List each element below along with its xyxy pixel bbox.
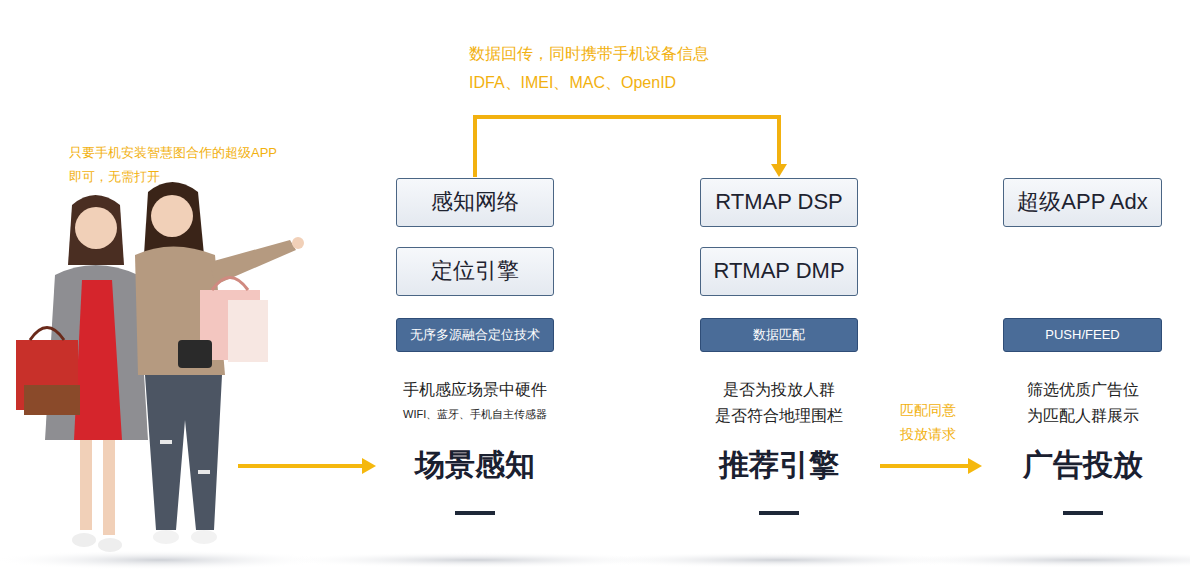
description-text: 是否符合地理围栏 bbox=[715, 406, 843, 425]
stage-heading: 推荐引擎 bbox=[719, 447, 839, 483]
description-text: 是否为投放人群 bbox=[723, 380, 835, 399]
floor-shadow bbox=[883, 552, 1190, 568]
tag-box: 数据匹配 bbox=[700, 318, 858, 352]
description-text: 手机感应场景中硬件 bbox=[403, 380, 547, 399]
note-text: 即可，无需打开 bbox=[69, 169, 160, 185]
shoppers-figure bbox=[16, 182, 304, 552]
box-label: PUSH/FEED bbox=[1045, 327, 1119, 343]
connector-line bbox=[475, 117, 779, 177]
flow-arrow bbox=[238, 458, 376, 474]
connector bbox=[475, 117, 787, 177]
heading-dash bbox=[455, 511, 495, 515]
note-text: IDFA、IMEI、MAC、OpenID bbox=[469, 73, 676, 92]
process-box: 超级APP Adx bbox=[1003, 178, 1162, 227]
description-text: WIFI、蓝牙、手机自主传感器 bbox=[403, 408, 547, 421]
arrow-label: 匹配同意 bbox=[900, 402, 956, 419]
heading-dash bbox=[759, 511, 799, 515]
process-box: RTMAP DSP bbox=[700, 178, 858, 227]
box-label: 超级APP Adx bbox=[1017, 189, 1147, 215]
tag-box: PUSH/FEED bbox=[1003, 318, 1162, 352]
process-box: 定位引擎 bbox=[396, 247, 554, 296]
note-text: 只要手机安装智慧图合作的超级APP bbox=[69, 145, 277, 161]
box-label: 数据匹配 bbox=[753, 327, 805, 343]
tag-box: 无序多源融合定位技术 bbox=[396, 318, 554, 352]
description-text: 筛选优质广告位 bbox=[1027, 380, 1139, 399]
stage-heading: 广告投放 bbox=[1023, 447, 1143, 483]
description-text: 为匹配人群展示 bbox=[1027, 406, 1139, 425]
box-label: 感知网络 bbox=[431, 189, 519, 215]
box-label: RTMAP DMP bbox=[713, 258, 844, 284]
process-box: RTMAP DMP bbox=[700, 247, 858, 296]
box-label: 无序多源融合定位技术 bbox=[410, 327, 540, 343]
arrow-label: 投放请求 bbox=[900, 426, 956, 443]
arrow-head bbox=[771, 164, 787, 177]
process-box: 感知网络 bbox=[396, 178, 554, 227]
box-label: 定位引擎 bbox=[431, 258, 519, 284]
box-label: RTMAP DSP bbox=[715, 189, 843, 215]
flow-arrow bbox=[880, 458, 982, 474]
stage-heading: 场景感知 bbox=[415, 447, 535, 483]
heading-dash bbox=[1063, 511, 1103, 515]
note-text: 数据回传，同时携带手机设备信息 bbox=[469, 44, 709, 63]
